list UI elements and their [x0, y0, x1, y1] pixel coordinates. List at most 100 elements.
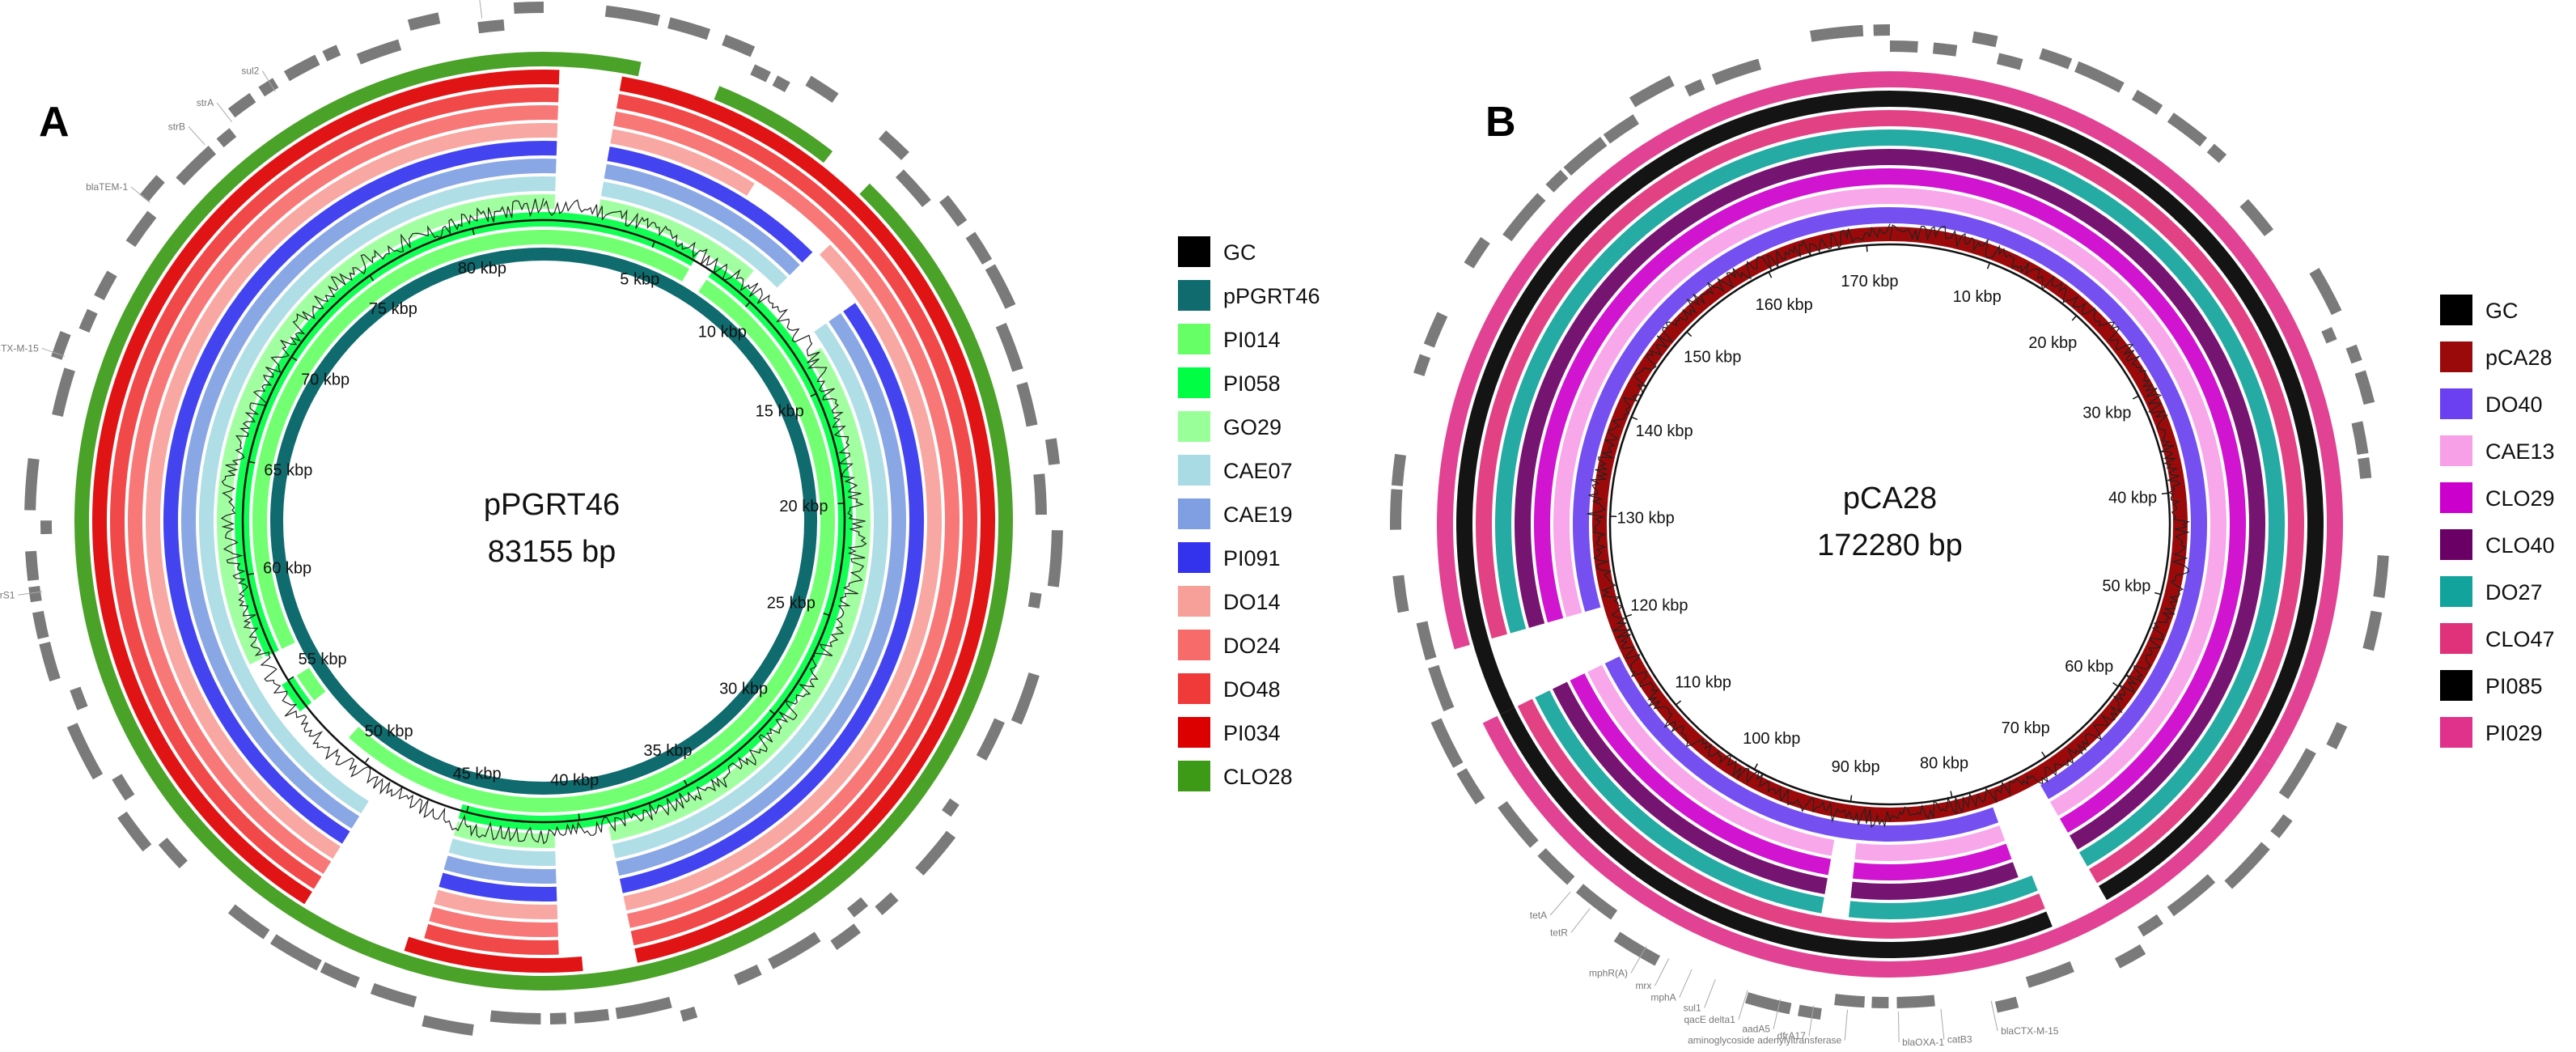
tick-mark — [247, 572, 254, 575]
panel-b-backbone-circle — [1608, 243, 2171, 806]
panel-b-gene-block — [2239, 199, 2273, 236]
tick-mark — [466, 805, 469, 812]
legend-label: CLO47 — [2485, 627, 2555, 651]
panel-a-gene-block — [878, 130, 909, 160]
tick-label: 35 kbp — [643, 742, 692, 760]
tick-mark — [1986, 262, 1991, 269]
panel-a-gene-block — [28, 585, 42, 603]
panel-b-gene-block — [2167, 112, 2208, 147]
panel-a-gene-block — [915, 830, 956, 876]
panel-b-ring-0-segment — [1482, 715, 2274, 978]
tick-label: 10 kbp — [1953, 288, 2002, 306]
legend-swatch — [1178, 761, 1210, 791]
gene-label: strB — [168, 121, 185, 132]
panel-b-gene-block — [2206, 143, 2227, 163]
tick-label: 80 kbp — [458, 260, 506, 278]
panel-a-backbone-circle — [241, 218, 846, 824]
panel-a-gene-block — [24, 458, 40, 511]
legend-label: DO14 — [1223, 590, 1281, 614]
gene-leader-line — [261, 70, 276, 92]
panel-b-gene-block — [1744, 992, 1792, 1015]
tick-label: 45 kbp — [453, 765, 502, 783]
panel-a-gene-block — [70, 686, 88, 711]
tick-mark — [2041, 751, 2046, 758]
panel-a-ring-8-segment — [544, 194, 556, 210]
gene-label: qacE delta1 — [1684, 1014, 1735, 1025]
panel-b-gene-block — [1423, 312, 1448, 348]
panel-a-ring-3-segment — [429, 906, 558, 937]
panel-b-gene-block — [1994, 996, 2019, 1013]
panel-a-ring-10-segment — [544, 230, 689, 282]
gene-leader-line — [1773, 999, 1782, 1029]
tick-label: 150 kbp — [1684, 348, 1741, 366]
panel-a-ring-7-segment — [544, 176, 556, 192]
panel-a-gene-block — [125, 210, 157, 248]
legend-label: pCA28 — [2485, 346, 2553, 370]
tick-label: 70 kbp — [2002, 719, 2050, 737]
legend-swatch — [2440, 341, 2472, 372]
legend-label: CAE13 — [2485, 439, 2555, 464]
legend-swatch — [2440, 670, 2472, 701]
panel-b-gene-block — [1537, 848, 1575, 885]
legend-swatch — [1178, 498, 1210, 529]
panel-b-ring-7-segment — [1604, 656, 1999, 842]
panel-b-gene-block — [2039, 48, 2073, 70]
panel-b-ring-1-segment — [1455, 91, 1890, 715]
legend-label: DO48 — [1223, 677, 1281, 702]
panel-a-gene-block — [750, 64, 771, 83]
panel-a-gene-block — [32, 610, 49, 639]
panel-a-gene-block — [985, 264, 1016, 309]
tick-mark — [1625, 613, 1633, 617]
legend-swatch — [1178, 586, 1210, 617]
panel-b-gene-block — [1575, 884, 1618, 920]
panel-b-ring-0-segment — [1890, 71, 2343, 765]
panel-a-gene-block — [283, 54, 320, 82]
legend-swatch — [1178, 367, 1210, 398]
gene-label: qnrS1 — [0, 589, 15, 600]
panel-b-gene-block — [2326, 722, 2348, 750]
panel-a-gene-block — [370, 982, 417, 1007]
panel-a-gene-block — [227, 904, 270, 940]
panel-a-gene-block — [772, 75, 790, 93]
gene-label: mphR(A) — [1589, 967, 1628, 978]
panel-a-gene-block — [667, 17, 711, 40]
tick-mark — [1686, 331, 1693, 337]
panel-a-gene-block — [216, 128, 237, 148]
panel-a-ring-4-segment — [544, 123, 558, 138]
panel-a-gene-block — [939, 195, 968, 227]
panel-a-ring-5-segment — [439, 872, 557, 901]
panel-a-ring-4-segment — [434, 889, 558, 919]
panel-a-gene-block — [356, 39, 402, 65]
gene-label: blaCTX-M-15 — [2001, 1025, 2059, 1037]
panel-b-plasmid-name: pCA28 — [1843, 481, 1937, 515]
panel-a-gene-block — [965, 231, 993, 265]
panel-b-gene-block — [1684, 78, 1705, 97]
panel-b-ring-2-segment — [1517, 698, 2045, 939]
gene-leader-line — [1630, 946, 1647, 974]
tick-label: 55 kbp — [299, 651, 347, 668]
panel-b-gene-block — [1502, 193, 1546, 242]
tick-label: 40 kbp — [2108, 489, 2157, 507]
tick-mark — [578, 813, 580, 821]
gene-label: blaOXA-1 — [1902, 1037, 1944, 1048]
legend-swatch — [2440, 529, 2472, 560]
legend-swatch — [1178, 324, 1210, 354]
panel-a-ring-10-segment — [252, 230, 544, 649]
panel-a-gene-block — [422, 1015, 474, 1036]
panel-b-gene-block — [2131, 89, 2163, 115]
gene-leader-line — [1549, 892, 1571, 916]
tick-mark — [651, 240, 655, 248]
panel-b-gene-block — [1871, 996, 1889, 1008]
panel-a-gene-block — [477, 19, 505, 34]
gene-leader-line — [1990, 1000, 1998, 1032]
panel-b-gene-block — [2114, 944, 2146, 969]
panel-a-ring-6-segment — [544, 159, 557, 174]
panel-a-gene-block — [615, 996, 672, 1020]
legend-label: GC — [1223, 240, 1256, 265]
panel-a-ring-3-segment — [544, 105, 558, 121]
panel-b-gene-block — [1810, 24, 1864, 42]
panel-a-gene-block — [39, 642, 61, 682]
panel-a-gene-block — [604, 5, 661, 27]
gene-label: sul1 — [1684, 1002, 1701, 1013]
